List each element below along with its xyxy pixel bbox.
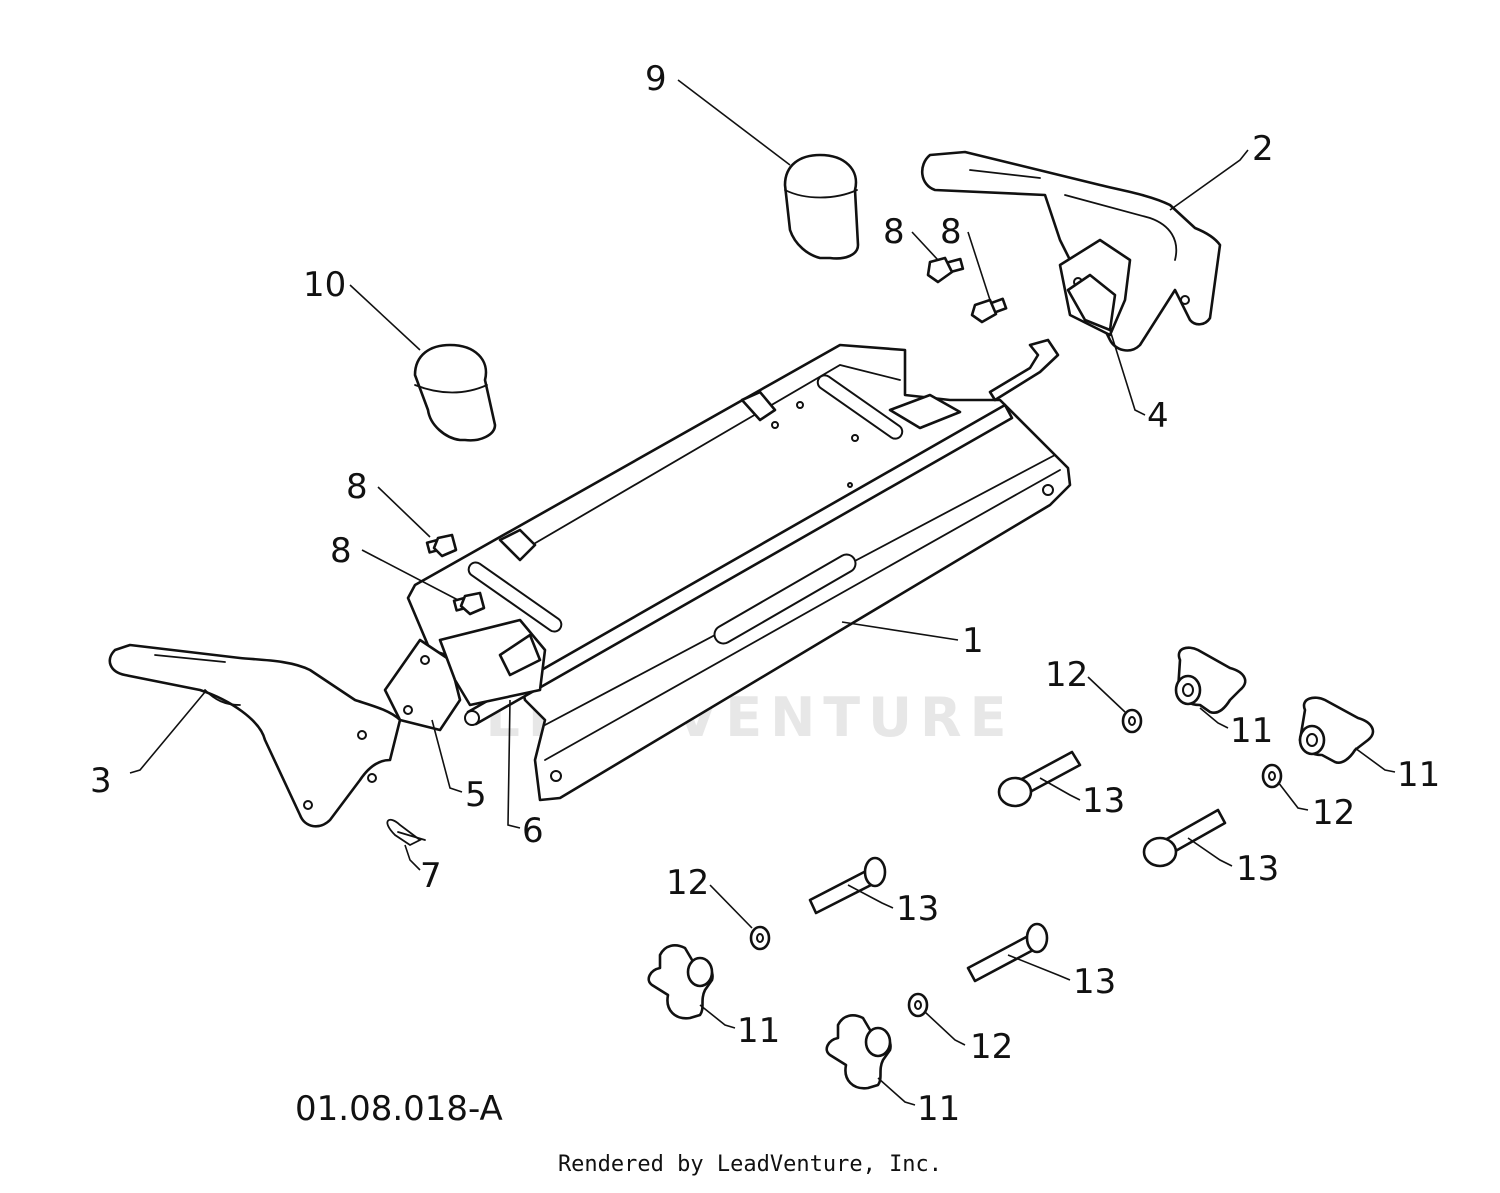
callout-12b: 12	[1312, 793, 1355, 833]
diagram-code: 01.08.018-A	[295, 1089, 503, 1129]
part-8-bolt-d	[452, 591, 486, 616]
callout-7: 7	[420, 856, 442, 896]
part-8-bolt-b	[970, 297, 1008, 324]
callout-10: 10	[303, 265, 346, 305]
callout-12d: 12	[970, 1027, 1013, 1067]
part-13-carriage-bolt-d	[966, 922, 1049, 983]
callout-4: 4	[1147, 396, 1169, 436]
callout-1: 1	[962, 621, 984, 661]
callout-13d: 13	[1073, 962, 1116, 1002]
part-2-right-lever	[921, 150, 1222, 352]
callout-9: 9	[645, 59, 667, 99]
part-12-washer-c	[749, 925, 771, 951]
part-13-carriage-bolt-c	[808, 856, 887, 915]
callout-8b: 8	[940, 212, 962, 252]
callout-2: 2	[1252, 129, 1274, 169]
callout-5: 5	[465, 775, 487, 815]
part-4-bracket	[1066, 273, 1117, 332]
part-11-knob-d	[825, 1014, 892, 1090]
callout-13c: 13	[896, 889, 939, 929]
footer-credit: Rendered by LeadVenture, Inc.	[557, 1152, 943, 1177]
part-8-bolt-c	[425, 533, 458, 558]
part-8-bolt-a	[926, 256, 965, 284]
part-3-left-lever	[108, 643, 402, 828]
callout-11c: 11	[737, 1011, 780, 1051]
leader-lines	[129, 79, 1396, 1106]
part-5-bracket	[383, 618, 547, 732]
callout-8a: 8	[883, 212, 905, 252]
callout-11b: 11	[1397, 755, 1440, 795]
callout-6: 6	[522, 811, 544, 851]
part-10-knob	[413, 343, 497, 442]
part-13-carriage-bolt-b	[1142, 808, 1227, 868]
part-11-knob-a	[1174, 646, 1247, 714]
part-6-rod	[464, 338, 1060, 726]
callout-8c: 8	[346, 467, 368, 507]
callout-12c: 12	[666, 863, 709, 903]
part-12-washer-b	[1261, 763, 1283, 789]
callout-11d: 11	[917, 1089, 960, 1129]
callout-12a: 12	[1045, 655, 1088, 695]
part-13-carriage-bolt-a	[997, 750, 1082, 808]
callout-13b: 13	[1236, 849, 1279, 889]
part-9-knob	[783, 153, 860, 260]
part-12-washer-a	[1121, 708, 1143, 734]
callout-3: 3	[90, 761, 112, 801]
part-11-knob-b	[1298, 696, 1375, 764]
callout-8d: 8	[330, 531, 352, 571]
callout-11a: 11	[1230, 711, 1273, 751]
part-7-clip	[386, 818, 426, 847]
part-11-knob-c	[647, 944, 714, 1020]
callout-13a: 13	[1082, 781, 1125, 821]
callout-labels: 1 2 3 4 5 6 7 8 8 8 8 9 10 11 11 11 11 1…	[90, 59, 1440, 1129]
part-12-washer-d	[907, 992, 929, 1018]
